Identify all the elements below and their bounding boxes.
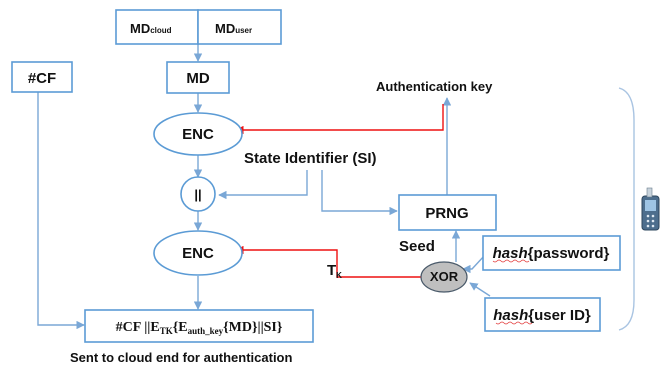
svg-text:MDuser: MDuser: [215, 21, 252, 36]
output-box: #CF ||ETK{Eauth_key{MD}||SI}: [84, 309, 314, 343]
tk-label: TK: [327, 262, 342, 280]
spellcheck-underline: [495, 321, 533, 325]
enc-bottom-ellipse: ENC: [153, 230, 243, 276]
hash-password-text: hash{password}: [493, 245, 610, 262]
xor-label: XOR: [430, 269, 459, 284]
state-identifier-label: State Identifier (SI): [244, 150, 377, 167]
hash-password-box: hash{password}: [482, 235, 621, 271]
cf-label: #CF: [28, 70, 56, 87]
enc-top-label: ENC: [182, 126, 214, 143]
md-cloud-sub: cloud: [150, 26, 171, 35]
hash-userid-box: hash{user ID}: [484, 297, 601, 332]
smartphone-icon: [641, 187, 660, 231]
md-label: MD: [186, 70, 209, 87]
arrow-si-to-prng: [321, 170, 398, 216]
enc-top-ellipse: ENC: [153, 112, 243, 156]
arrow-cf-to-output: [37, 92, 85, 330]
concat-node: ||: [180, 176, 216, 212]
arrow-tk-to-enc: [235, 245, 421, 278]
md-cloud-main: MD: [130, 21, 150, 36]
md-user-main: MD: [215, 21, 235, 36]
right-brace: [618, 87, 635, 331]
prng-box: PRNG: [398, 194, 497, 231]
md-cloud-box: MDcloud: [115, 9, 199, 45]
sent-to-cloud-caption: Sent to cloud end for authentication: [70, 350, 293, 365]
md-user-sub: user: [235, 26, 252, 35]
cf-box: #CF: [11, 61, 73, 93]
seed-label: Seed: [399, 238, 435, 255]
arrow-password-to-xor: [462, 254, 486, 274]
auth-key-label: Authentication key: [376, 79, 493, 94]
connectors: [37, 44, 491, 330]
prng-label: PRNG: [425, 205, 468, 222]
arrow-authkey-to-enc: [235, 104, 444, 135]
output-formula: #CF ||ETK{Eauth_key{MD}||SI}: [116, 320, 283, 336]
md-user-box: MDuser: [197, 9, 282, 45]
md-box: MD: [166, 61, 230, 94]
concat-label: ||: [194, 187, 201, 202]
xor-node: XOR: [420, 261, 468, 293]
svg-text:MDcloud: MDcloud: [130, 21, 172, 36]
hash-userid-text: hash{user ID}: [493, 307, 591, 324]
arrow-si-to-concat: [218, 170, 308, 200]
arrow-userid-to-xor: [469, 282, 491, 297]
enc-bottom-label: ENC: [182, 245, 214, 262]
spellcheck-underline: [492, 259, 530, 263]
